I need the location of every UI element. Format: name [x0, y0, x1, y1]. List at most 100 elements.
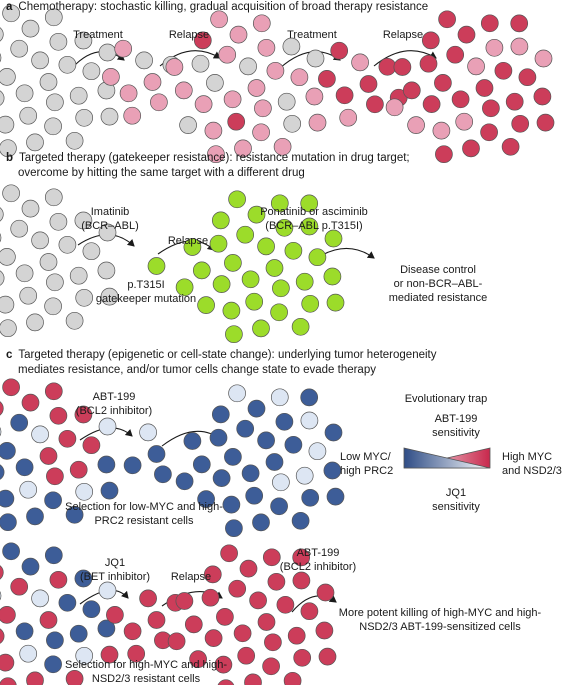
cell: [245, 486, 264, 505]
cell: [44, 382, 63, 401]
cell: [287, 626, 306, 645]
cell: [44, 491, 62, 510]
cell: [222, 301, 241, 320]
cell: [225, 519, 243, 538]
cell: [0, 513, 17, 532]
cell: [192, 455, 211, 474]
cell: [147, 611, 166, 629]
trap-left-line1: Low MYC/: [340, 451, 391, 463]
cell: [229, 25, 248, 44]
cell: [2, 378, 20, 397]
cell: [218, 45, 237, 64]
cell: [435, 145, 453, 164]
cell: [0, 139, 17, 158]
cell: [58, 593, 77, 612]
cell: [203, 565, 222, 584]
cell: [204, 121, 223, 140]
cell: [217, 679, 235, 685]
cluster-c1-relapse: [175, 384, 345, 538]
cell: [74, 31, 93, 50]
cell: [44, 297, 62, 316]
cell: [455, 112, 474, 131]
panel-b-mutation-line1: p.T315I: [127, 279, 165, 291]
cell: [254, 99, 272, 118]
cell: [270, 497, 288, 516]
cell: [330, 41, 349, 60]
panel-b-relapse-label: Relapse: [167, 235, 209, 247]
cell: [284, 241, 303, 260]
cell: [293, 648, 312, 667]
cell: [247, 399, 266, 418]
panel-c-letter: c: [6, 349, 13, 361]
cell: [0, 677, 17, 685]
cell: [482, 99, 500, 118]
cell: [179, 116, 197, 134]
cell: [475, 79, 494, 97]
cell: [209, 234, 228, 253]
panel-b-letter: b: [6, 152, 14, 164]
cluster-c2-selected: [106, 589, 185, 663]
cell: [192, 261, 211, 280]
cell: [393, 58, 412, 76]
cell: [270, 194, 289, 213]
cell: [324, 423, 343, 442]
cell: [211, 405, 230, 424]
cell: [267, 572, 286, 591]
cell: [265, 453, 284, 471]
cell: [220, 544, 238, 563]
panel-c-row2-caption-line2: NSD2/3 resistant cells: [91, 673, 201, 685]
panel-a-step1-label: Treatment: [73, 29, 123, 41]
cell: [0, 489, 15, 508]
cell: [366, 95, 384, 114]
cell: [44, 8, 63, 27]
panel-a-step3-label: Treatment: [287, 29, 337, 41]
cell: [284, 435, 303, 454]
cell: [193, 31, 212, 50]
cell: [446, 45, 465, 64]
trap-abt199-line1: ABT-199: [434, 413, 478, 425]
trap-jq1-wedge: [403, 447, 491, 469]
cell: [46, 631, 64, 650]
cell: [75, 108, 94, 127]
cell: [204, 629, 223, 647]
cell: [292, 571, 311, 590]
cell: [306, 49, 325, 68]
cell: [272, 473, 290, 492]
cell: [257, 613, 276, 631]
cell: [228, 384, 246, 403]
cell: [272, 279, 290, 298]
cell: [225, 325, 243, 344]
cell: [194, 95, 213, 113]
cell: [69, 460, 88, 479]
cell: [191, 54, 210, 73]
cell: [276, 595, 295, 614]
panel-c-title-line2: mediates resistance, and/or tumor cells …: [18, 364, 376, 376]
cell: [234, 139, 252, 158]
cell: [98, 43, 117, 62]
cell: [277, 92, 296, 111]
cluster-a-after-treatment-2: [318, 41, 408, 127]
cell: [106, 606, 124, 624]
cluster-b-initial: [0, 184, 119, 338]
trap-jq1-line2: sensitivity: [432, 501, 480, 513]
cell: [0, 591, 2, 601]
panel-a-title: Chemotherapy: stochastic killing, gradua…: [18, 1, 429, 13]
cell: [270, 388, 289, 407]
cell: [228, 190, 246, 209]
panel-a-step2-label: Relapse: [168, 29, 210, 41]
cell: [139, 423, 157, 442]
panel-a-letter: a: [6, 1, 13, 13]
cell: [123, 106, 142, 125]
cell: [252, 513, 270, 532]
cell: [0, 270, 5, 286]
cell: [102, 68, 120, 86]
cell: [150, 93, 168, 112]
panel-b-drug2-line1: Ponatinib or asciminib: [260, 206, 368, 218]
cell: [100, 645, 119, 664]
cell: [207, 145, 225, 164]
cell: [323, 461, 342, 480]
cell: [270, 303, 288, 322]
cell: [402, 81, 421, 100]
cell: [301, 488, 320, 507]
